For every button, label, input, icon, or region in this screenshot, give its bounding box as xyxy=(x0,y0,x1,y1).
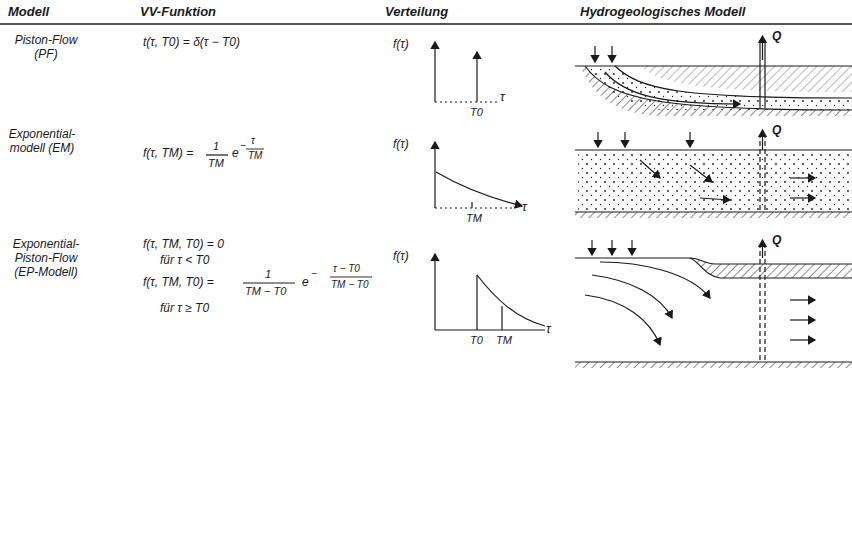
discharge-label: Q xyxy=(772,234,781,248)
formula: t(τ, T0) = δ(τ − T0) xyxy=(143,36,240,50)
model-name: Exponential- modell (EM) xyxy=(4,128,80,156)
model-name: Exponential- Piston-Flow (EP-Modell) xyxy=(2,238,90,279)
formula-part: TM − T0 xyxy=(245,285,286,298)
column-header: Modell xyxy=(8,5,49,20)
column-header: Verteilung xyxy=(385,5,448,20)
formula: f(τ, TM, T0) = xyxy=(143,276,214,290)
formula-part: TM xyxy=(208,157,224,170)
formula-part: TM − T0 xyxy=(331,279,369,291)
formula-part: TM xyxy=(248,150,262,162)
tick-label: TM xyxy=(466,212,482,225)
formula-part: 1 xyxy=(213,140,219,153)
tick-label: T0 xyxy=(470,334,483,347)
formula: f(τ, TM) = xyxy=(143,147,193,161)
axis-label: τ xyxy=(546,322,551,337)
discharge-label: Q xyxy=(772,30,781,44)
formula: für τ < T0 xyxy=(160,254,210,268)
discharge-label: Q xyxy=(772,124,781,138)
formula-part: e xyxy=(232,147,239,161)
model-name: Piston-Flow (PF) xyxy=(4,34,88,62)
axis-label: τ xyxy=(500,90,505,105)
tick-label: T0 xyxy=(470,106,483,119)
formula-part: τ xyxy=(251,135,255,147)
axis-label: f(τ) xyxy=(393,38,409,52)
formula: f(τ, TM, T0) = 0 xyxy=(143,238,224,252)
tick-label: TM xyxy=(496,334,512,347)
axis-label: τ xyxy=(522,200,527,215)
column-header: Hydrogeologisches Modell xyxy=(580,5,745,20)
axis-label: f(τ) xyxy=(393,138,409,152)
formula-part: 1 xyxy=(265,268,271,281)
formula-part: − xyxy=(311,268,317,280)
formula-part: τ − T0 xyxy=(333,263,360,275)
formula-part: e xyxy=(302,276,309,290)
column-header: VV-Funktion xyxy=(140,5,216,20)
formula-part: − xyxy=(240,140,246,152)
axis-label: f(τ) xyxy=(393,250,409,264)
formula: für τ ≥ T0 xyxy=(160,302,209,316)
